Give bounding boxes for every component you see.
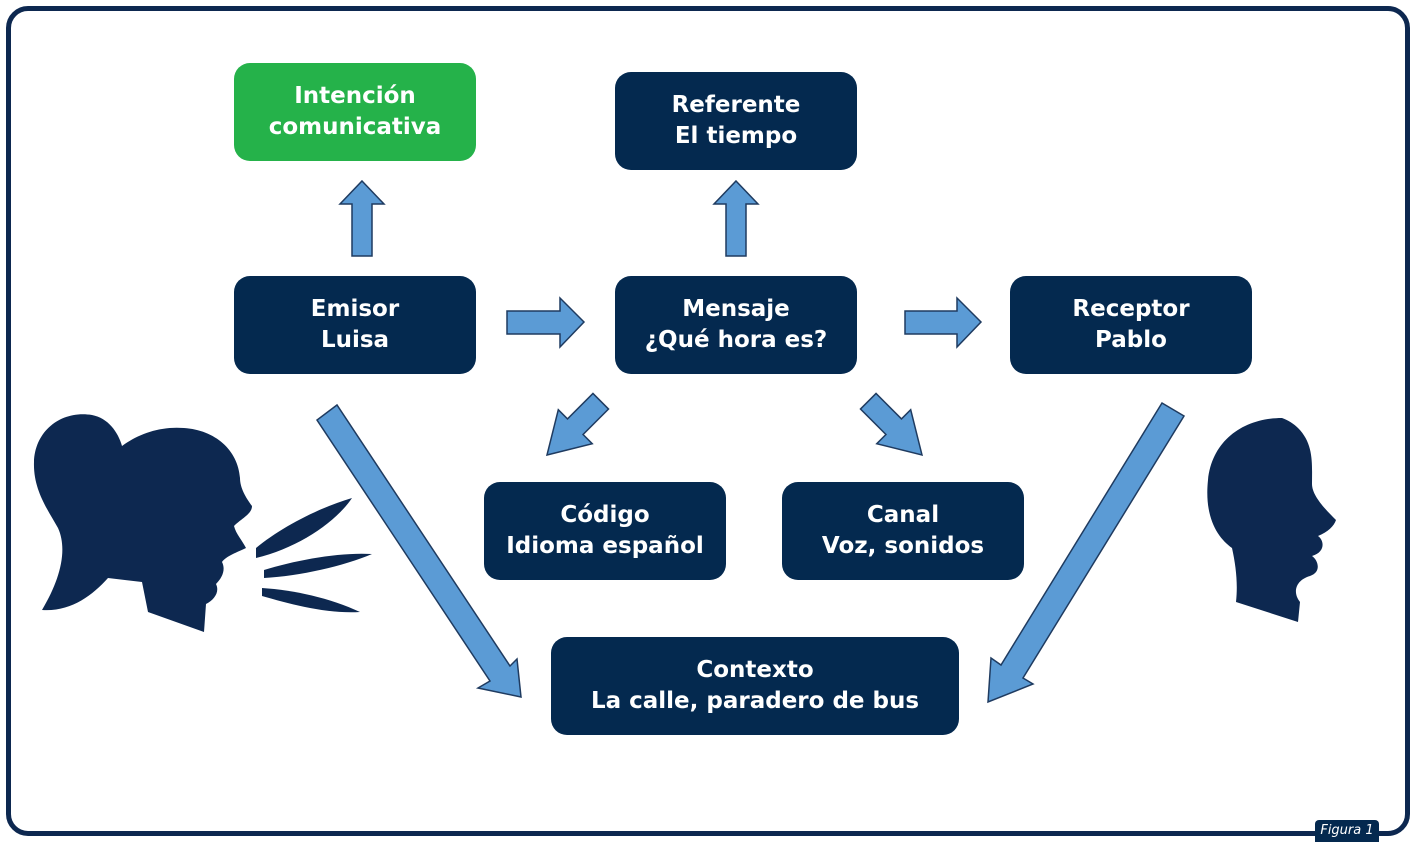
node-canal-value: Voz, sonidos [821, 533, 985, 559]
node-emisor-title: Emisor [310, 296, 400, 322]
node-codigo-title: Código [560, 502, 650, 528]
node-mensaje-value: ¿Qué hora es? [644, 327, 828, 353]
node-mensaje-title: Mensaje [682, 296, 790, 322]
woman-speaking-icon [33, 414, 372, 632]
node-intencion-title: Intención [294, 83, 416, 109]
node-receptor-value: Pablo [1095, 327, 1167, 353]
node-referente-value: El tiempo [674, 123, 798, 149]
arrow-mensaje-codigo [529, 383, 619, 473]
node-emisor-value: Luisa [320, 327, 390, 353]
node-intencion-value: comunicativa [268, 114, 442, 140]
node-receptor: Receptor Pablo [1010, 276, 1252, 374]
node-canal-title: Canal [866, 502, 940, 528]
node-codigo: Código Idioma español [484, 482, 726, 580]
arrow-emisor-mensaje [506, 296, 586, 349]
figure-caption: Figura 1 [1315, 820, 1379, 842]
arrow-emisor-contexto [315, 403, 522, 698]
arrow-emisor-intencion [338, 179, 386, 257]
node-contexto-value: La calle, paradero de bus [590, 688, 920, 714]
diagram-frame [6, 6, 1410, 836]
node-receptor-title: Receptor [1072, 296, 1190, 322]
node-mensaje: Mensaje ¿Qué hora es? [615, 276, 857, 374]
node-contexto: Contexto La calle, paradero de bus [551, 637, 959, 735]
node-emisor: Emisor Luisa [234, 276, 476, 374]
arrow-receptor-contexto [987, 401, 1186, 704]
man-head-icon [1207, 418, 1336, 622]
node-canal: Canal Voz, sonidos [782, 482, 1024, 580]
arrow-mensaje-canal [850, 383, 940, 473]
arrow-mensaje-referente [712, 179, 760, 257]
node-referente: Referente El tiempo [615, 72, 857, 170]
node-codigo-value: Idioma español [506, 533, 704, 559]
arrow-mensaje-receptor [904, 296, 983, 349]
node-intencion: Intención comunicativa [234, 63, 476, 161]
node-referente-title: Referente [671, 92, 801, 118]
node-contexto-title: Contexto [696, 657, 814, 683]
